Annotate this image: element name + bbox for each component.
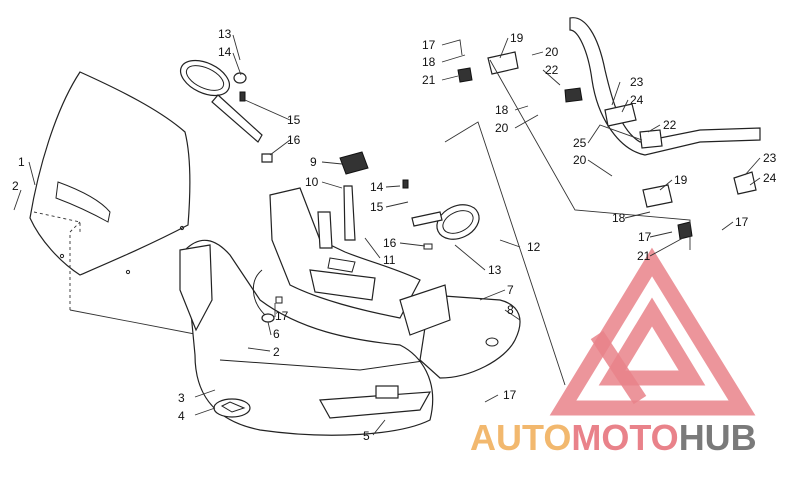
callout-21: 21 [637,249,651,263]
leader-lines [13,34,761,436]
callout-7: 7 [507,283,514,297]
callout-13: 13 [488,263,502,277]
watermark-logo [549,247,756,416]
callout-24: 24 [630,93,644,107]
callout-17: 17 [422,38,436,52]
callout-19: 19 [674,173,688,187]
callout-23: 23 [763,151,777,165]
callout-21: 21 [422,73,436,87]
callout-20: 20 [495,121,509,135]
callout-8: 8 [507,303,514,317]
mirror-right [402,179,480,250]
callout-18: 18 [495,103,509,117]
callout-10: 10 [305,175,319,189]
callout-17: 17 [638,230,652,244]
windshield-leader-dashed [33,211,81,310]
lower-side-panel [399,284,521,379]
front-fairing [179,239,434,436]
callout-6: 6 [273,327,280,341]
callout-4: 4 [178,409,185,423]
mirror-left [179,59,273,163]
callout-1: 1 [18,155,25,169]
callout-17: 17 [503,388,517,402]
callout-22: 22 [663,118,677,132]
callout-25: 25 [573,136,587,150]
callout-20: 20 [545,45,559,59]
inner-dash-panel [269,187,421,319]
watermark-wordmark: AUTOMOTOHUB [470,417,757,458]
callout-15: 15 [370,200,384,214]
callout-20: 20 [573,153,587,167]
callout-2: 2 [12,179,19,193]
callout-24: 24 [763,171,777,185]
watermark-triangle-inner [598,297,706,386]
callout-14: 14 [370,180,384,194]
callout-labels: 1 2 2 3 4 5 6 7 8 9 10 11 12 13 13 14 14… [12,27,777,443]
callout-13: 13 [218,27,232,41]
watermark-stroke [590,330,647,405]
windshield [29,71,191,276]
watermark-moto: MOTO [571,417,678,458]
handlebar-assembly [457,17,761,240]
callout-17: 17 [275,309,289,323]
watermark-hub: HUB [679,417,757,458]
callout-16: 16 [287,133,301,147]
callout-16: 16 [383,236,397,250]
knob-and-shaft [339,151,369,241]
callout-2: 2 [273,345,280,359]
callout-11: 11 [383,253,396,267]
callout-15: 15 [287,113,301,127]
callout-14: 14 [218,45,232,59]
callout-3: 3 [178,391,185,405]
callout-18: 18 [422,55,436,69]
callout-12: 12 [527,240,541,254]
callout-18: 18 [612,211,626,225]
callout-17: 17 [735,215,749,229]
callout-5: 5 [363,429,370,443]
callout-19: 19 [510,31,524,45]
watermark-triangle-outer [549,247,756,416]
bracket-outline [444,121,566,386]
callout-22: 22 [545,63,559,77]
callout-23: 23 [630,75,644,89]
wire-connector [252,269,283,323]
watermark-auto: AUTO [470,417,571,458]
callout-9: 9 [310,155,317,169]
